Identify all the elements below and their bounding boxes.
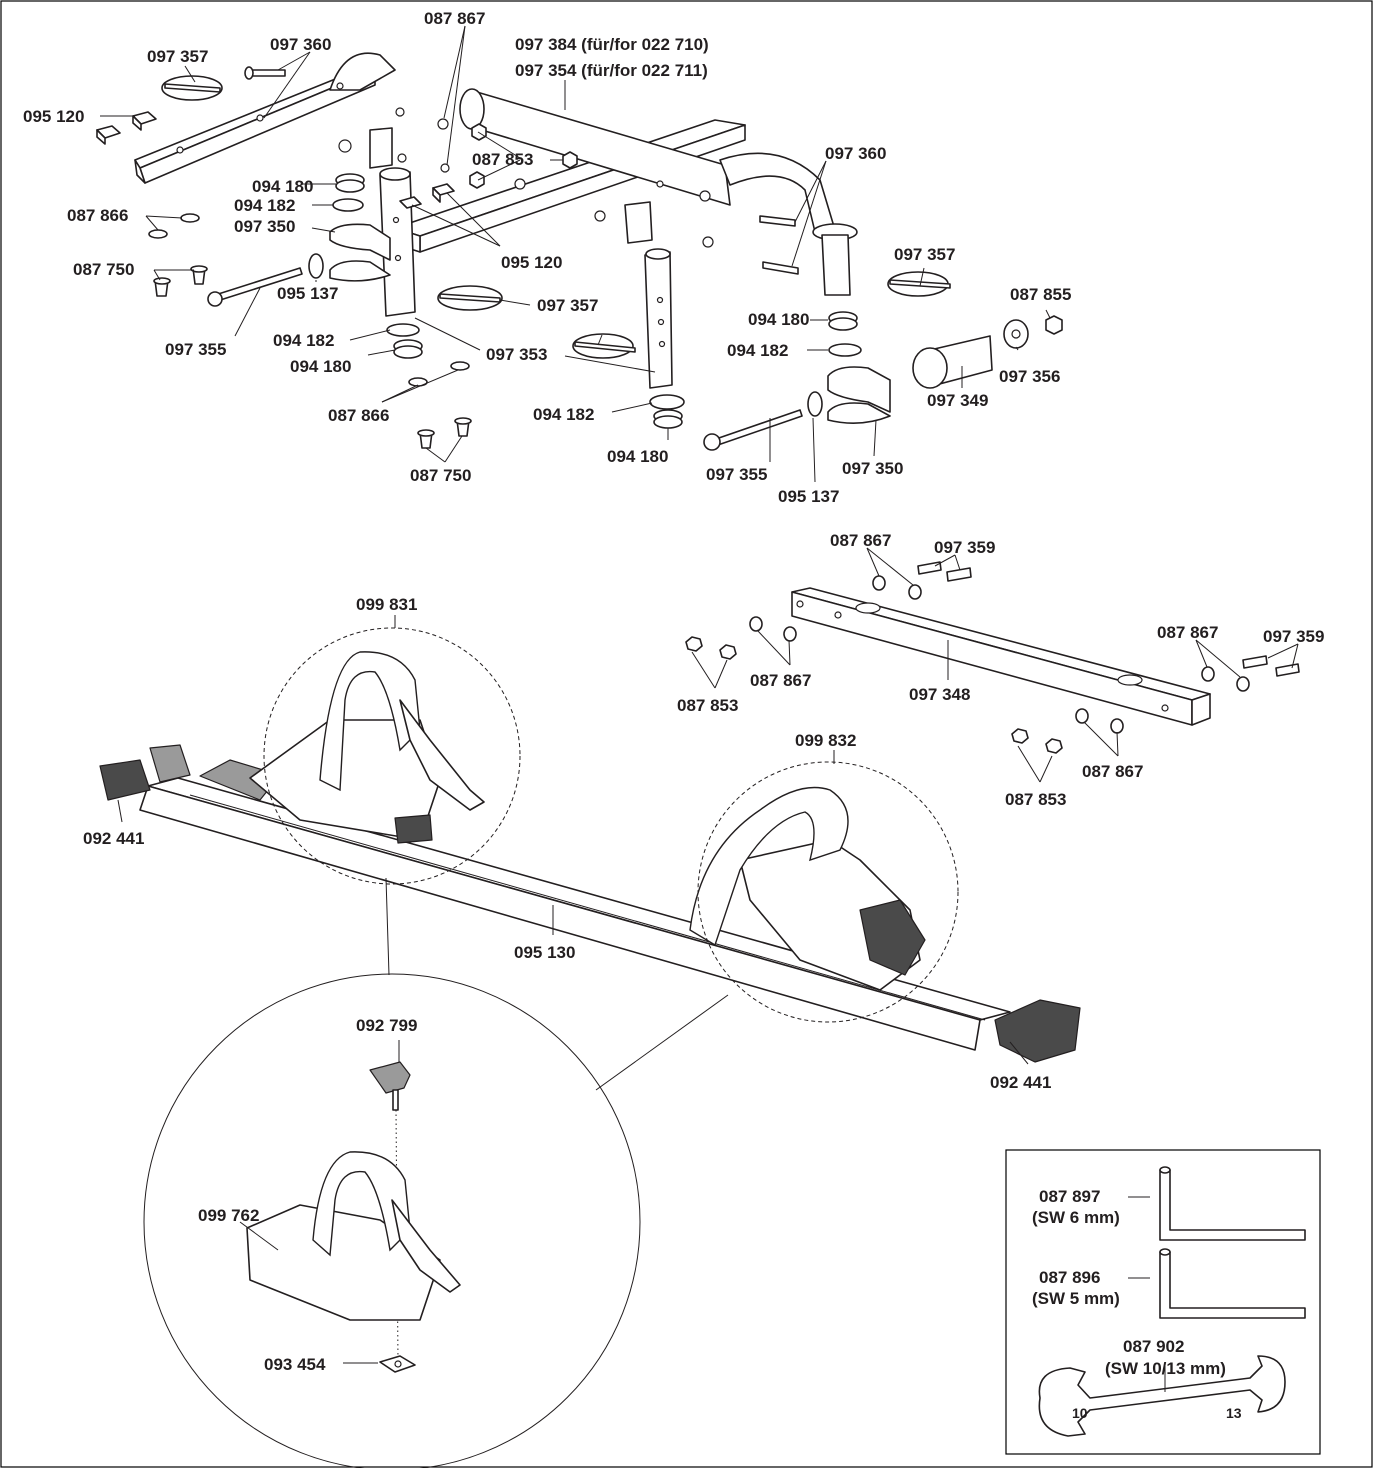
label-097354: 097 354 (für/for 022 711) xyxy=(515,61,708,80)
label-097350-r: 097 350 xyxy=(842,459,903,478)
tools-box xyxy=(1005,1149,1321,1455)
label-095130: 095 130 xyxy=(514,943,575,962)
label-094180-a: 094 180 xyxy=(252,177,313,196)
label-hex-key-6-part: 087 897 xyxy=(1039,1187,1100,1206)
frame-assembly xyxy=(134,52,858,389)
part-labels: 087 867 097 357 097 360 097 384 (für/for… xyxy=(23,9,1324,1421)
label-097357-tl: 097 357 xyxy=(147,47,208,66)
rail-095130 xyxy=(99,651,1081,1063)
label-097355-l: 097 355 xyxy=(165,340,226,359)
label-094182-b: 094 182 xyxy=(273,331,334,350)
label-hex-key-6-size: (SW 6 mm) xyxy=(1032,1208,1120,1227)
label-095120-c: 095 120 xyxy=(501,253,562,272)
label-099762: 099 762 xyxy=(198,1206,259,1225)
label-099831: 099 831 xyxy=(356,595,417,614)
label-087855: 087 855 xyxy=(1010,285,1071,304)
label-097384: 097 384 (für/for 022 710) xyxy=(515,35,709,54)
label-087867-r: 087 867 xyxy=(1157,623,1218,642)
label-094182-c: 094 182 xyxy=(533,405,594,424)
label-097360-r: 097 360 xyxy=(825,144,886,163)
hardware-small xyxy=(96,66,1063,451)
leader-lines xyxy=(100,25,1299,1364)
label-095137-r: 095 137 xyxy=(778,487,839,506)
label-097360-tl: 097 360 xyxy=(270,35,331,54)
label-087867-m: 087 867 xyxy=(830,531,891,550)
crossbar-097348 xyxy=(685,561,1300,754)
label-097357-r: 097 357 xyxy=(894,245,955,264)
label-wrench-size: (SW 10/13 mm) xyxy=(1105,1359,1226,1378)
label-097359-b: 097 359 xyxy=(1263,627,1324,646)
label-hex-key-5-size: (SW 5 mm) xyxy=(1032,1289,1120,1308)
detail-holder-099762 xyxy=(246,1061,461,1373)
label-087750-a: 087 750 xyxy=(73,260,134,279)
label-097359-a: 097 359 xyxy=(934,538,995,557)
label-094180-r: 094 180 xyxy=(748,310,809,329)
label-097355-r: 097 355 xyxy=(706,465,767,484)
label-094182-a: 094 182 xyxy=(234,196,295,215)
label-094180-c: 094 180 xyxy=(607,447,668,466)
detail-callouts xyxy=(143,627,959,1468)
label-094182-r: 094 182 xyxy=(727,341,788,360)
label-087867-top: 087 867 xyxy=(424,9,485,28)
label-097348: 097 348 xyxy=(909,685,970,704)
label-094180-b: 094 180 xyxy=(290,357,351,376)
label-wrench-end-a: 10 xyxy=(1072,1405,1088,1421)
label-097350-l: 097 350 xyxy=(234,217,295,236)
label-087866-b: 087 866 xyxy=(328,406,389,425)
label-097353: 097 353 xyxy=(486,345,547,364)
label-087867-ml: 087 867 xyxy=(750,671,811,690)
label-095120-l: 095 120 xyxy=(23,107,84,126)
label-087867-br: 087 867 xyxy=(1082,762,1143,781)
label-087853-top: 087 853 xyxy=(472,150,533,169)
label-092799: 092 799 xyxy=(356,1016,417,1035)
label-099832: 099 832 xyxy=(795,731,856,750)
label-wrench-part: 087 902 xyxy=(1123,1337,1184,1356)
label-095137-l: 095 137 xyxy=(277,284,338,303)
label-092441-r: 092 441 xyxy=(990,1073,1051,1092)
label-087750-b: 087 750 xyxy=(410,466,471,485)
label-097356: 097 356 xyxy=(999,367,1060,386)
label-hex-key-5-part: 087 896 xyxy=(1039,1268,1100,1287)
label-097357-c: 097 357 xyxy=(537,296,598,315)
label-087853-l: 087 853 xyxy=(677,696,738,715)
label-087853-b: 087 853 xyxy=(1005,790,1066,809)
label-wrench-end-b: 13 xyxy=(1226,1405,1242,1421)
label-087866-a: 087 866 xyxy=(67,206,128,225)
label-092441-l: 092 441 xyxy=(83,829,144,848)
label-093454: 093 454 xyxy=(264,1355,326,1374)
label-097349: 097 349 xyxy=(927,391,988,410)
